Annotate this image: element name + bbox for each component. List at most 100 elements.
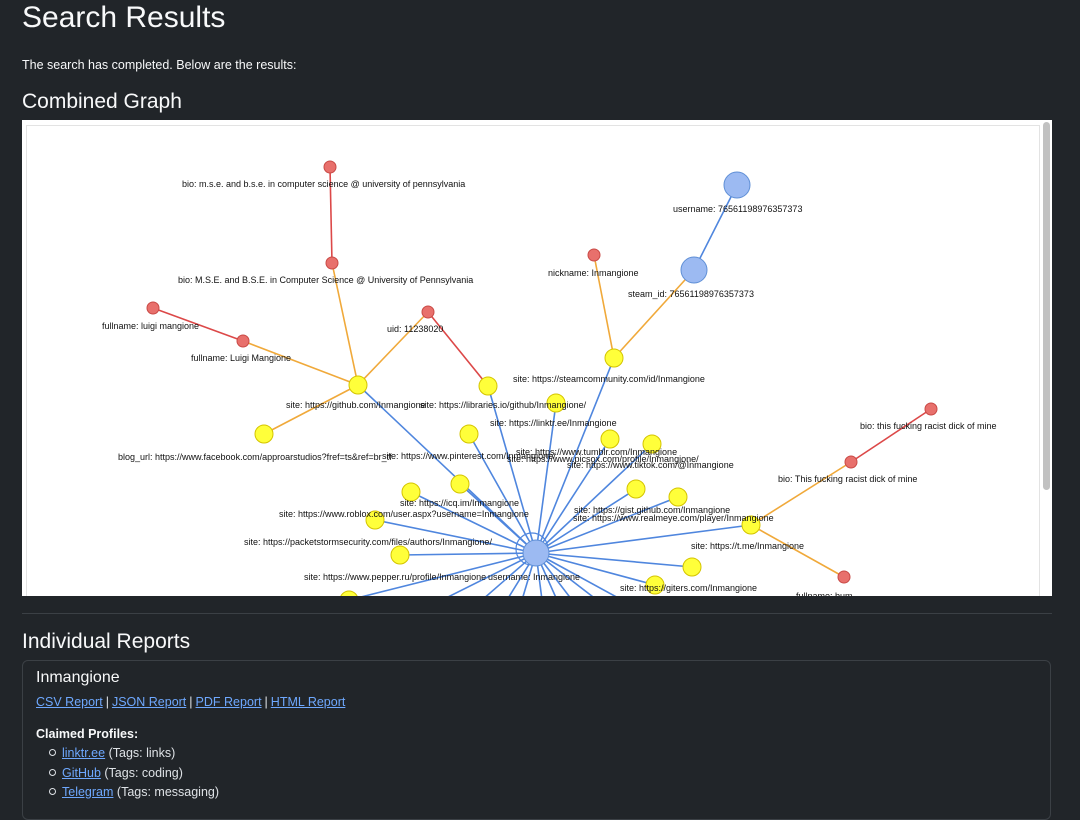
graph-node-label: nickname: Inmangione xyxy=(548,268,639,278)
graph-edge xyxy=(535,552,693,568)
page-title: Search Results xyxy=(22,1,226,34)
graph-node[interactable] xyxy=(522,539,550,567)
combined-graph[interactable]: bio: m.s.e. and b.s.e. in computer scien… xyxy=(22,120,1038,596)
pdf-report-link[interactable]: PDF Report xyxy=(195,695,262,709)
graph-node[interactable] xyxy=(390,545,410,565)
graph-node-label: site: https://libraries.io/github/Inmang… xyxy=(420,400,587,410)
graph-edges xyxy=(152,166,932,596)
graph-node[interactable] xyxy=(604,348,624,368)
graph-node-label: site: https://giters.com/Inmangione xyxy=(620,583,757,593)
link-separator: | xyxy=(105,695,109,709)
graph-node[interactable] xyxy=(682,557,702,577)
graph-node-label: site: https://www.picsox.com/profile/Inm… xyxy=(507,454,699,464)
graph-edge xyxy=(459,483,537,554)
profile-link-linktree[interactable]: linktr.ee xyxy=(62,746,106,760)
graph-edge xyxy=(357,311,429,386)
graph-edge xyxy=(693,184,738,271)
graph-node-label: bio: this fucking racist dick of mine xyxy=(860,421,997,431)
graph-edge xyxy=(448,552,537,596)
graph-node[interactable] xyxy=(600,429,620,449)
graph-node[interactable] xyxy=(254,424,274,444)
bullet-icon xyxy=(49,788,56,796)
graph-edge xyxy=(613,269,695,359)
graph-node[interactable] xyxy=(723,171,751,199)
graph-node[interactable] xyxy=(478,376,498,396)
graph-node[interactable] xyxy=(401,482,421,502)
graph-edge xyxy=(750,524,845,578)
graph-node-label: uid: 11238020 xyxy=(387,324,443,334)
graph-node[interactable] xyxy=(668,487,688,507)
graph-node[interactable] xyxy=(924,402,938,416)
report-card: Inmangione CSV Report|JSON Report|PDF Re… xyxy=(22,660,1051,820)
graph-node[interactable] xyxy=(146,301,160,315)
graph-scrollbar[interactable] xyxy=(1043,122,1050,490)
graph-node-label: site: https://steamcommunity.com/id/Inma… xyxy=(513,374,705,384)
profile-link-github[interactable]: GitHub xyxy=(62,765,101,780)
graph-edge xyxy=(152,307,244,342)
report-links: CSV Report|JSON Report|PDF Report|HTML R… xyxy=(36,695,345,709)
graph-edge xyxy=(242,340,359,386)
graph-edge xyxy=(331,262,359,386)
list-item: Telegram (Tags: messaging) xyxy=(49,783,219,803)
graph-node[interactable] xyxy=(348,375,368,395)
graph-edge xyxy=(374,519,537,554)
graph-node-label: steam_id: 76561198976357373 xyxy=(628,289,754,299)
graph-edge xyxy=(535,524,752,554)
list-item: GitHub (Tags: coding) xyxy=(49,764,219,784)
graph-edge xyxy=(850,408,932,463)
reports-heading: Individual Reports xyxy=(22,630,191,653)
graph-nodes xyxy=(146,160,938,596)
profile-tags: (Tags: coding) xyxy=(104,765,183,780)
graph-edge xyxy=(535,443,653,554)
graph-node[interactable] xyxy=(459,424,479,444)
html-report-link[interactable]: HTML Report xyxy=(270,695,346,709)
graph-edge xyxy=(535,488,637,554)
graph-edge xyxy=(535,496,679,554)
graph-node-label: bio: M.S.E. and B.S.E. in Computer Scien… xyxy=(178,275,473,285)
combined-graph-frame[interactable]: bio: m.s.e. and b.s.e. in computer scien… xyxy=(22,120,1052,596)
graph-node[interactable] xyxy=(421,305,435,319)
graph-node-label: site: https://linktr.ee/Inmangione xyxy=(490,418,617,428)
graph-edge xyxy=(535,552,617,596)
graph-node-label: site: https://github.com/Inmangione xyxy=(286,400,426,410)
graph-node-label: bio: This fucking racist dick of mine xyxy=(778,474,917,484)
graph-edge xyxy=(487,385,537,554)
graph-heading: Combined Graph xyxy=(22,90,182,113)
graph-node[interactable] xyxy=(325,256,339,270)
link-separator: | xyxy=(189,695,193,709)
report-username: Inmangione xyxy=(36,669,120,686)
claimed-profiles-list: linktr.ee (Tags: links) GitHub (Tags: co… xyxy=(49,744,219,803)
graph-edge xyxy=(593,254,615,359)
graph-edge xyxy=(263,384,359,435)
graph-node-label: site: https://www.roblox.com/user.aspx?u… xyxy=(279,509,529,519)
graph-labels: bio: m.s.e. and b.s.e. in computer scien… xyxy=(102,179,997,596)
graph-node-label: site: https://packetstormsecurity.com/fi… xyxy=(244,537,492,547)
csv-report-link[interactable]: CSV Report xyxy=(36,695,103,709)
graph-node[interactable] xyxy=(323,160,337,174)
graph-edge xyxy=(535,552,656,586)
graph-node[interactable] xyxy=(450,474,470,494)
graph-node-label: bio: m.s.e. and b.s.e. in computer scien… xyxy=(182,179,465,189)
graph-node-label: fullname: bum xyxy=(796,591,853,596)
graph-edge xyxy=(410,491,537,554)
graph-node[interactable] xyxy=(837,570,851,584)
graph-node[interactable] xyxy=(365,510,385,530)
graph-node[interactable] xyxy=(236,334,250,348)
profile-tags: (Tags: messaging) xyxy=(116,785,220,799)
json-report-link[interactable]: JSON Report xyxy=(111,695,187,709)
graph-node[interactable] xyxy=(645,575,665,595)
graph-node-label: fullname: luigi mangione xyxy=(102,321,199,331)
profile-tags: (Tags: links) xyxy=(108,746,176,760)
graph-node[interactable] xyxy=(626,479,646,499)
graph-node[interactable] xyxy=(680,256,708,284)
graph-node[interactable] xyxy=(741,515,761,535)
graph-node[interactable] xyxy=(340,590,358,596)
graph-node[interactable] xyxy=(546,393,566,413)
graph-node[interactable] xyxy=(587,248,601,262)
profile-link-telegram[interactable]: Telegram xyxy=(62,785,114,799)
graph-edge xyxy=(535,402,557,554)
graph-node-label: site: https://icq.im/Inmangione xyxy=(400,498,519,508)
graph-node[interactable] xyxy=(844,455,858,469)
graph-node[interactable] xyxy=(642,434,662,454)
graph-edge xyxy=(427,311,489,387)
